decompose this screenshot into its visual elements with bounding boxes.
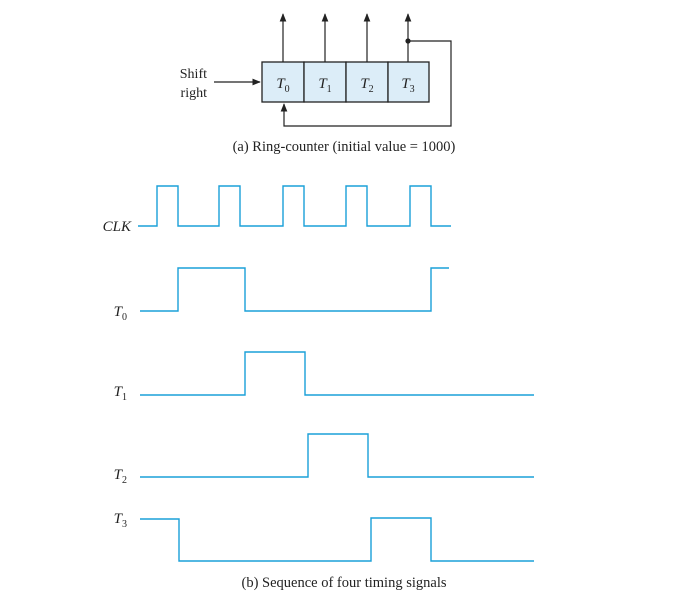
shift-right-label-line2: right bbox=[181, 86, 208, 101]
waveform-t0 bbox=[140, 267, 449, 312]
register-cell-label-t2: T2 bbox=[360, 76, 373, 95]
waveforms bbox=[138, 185, 534, 562]
register-cell-label-t1: T1 bbox=[318, 76, 331, 95]
register-cell-t1 bbox=[303, 61, 347, 103]
waveform-clk bbox=[138, 185, 451, 227]
register-cells: T0 T1 T2 T3 bbox=[261, 61, 430, 103]
feedback-loop bbox=[280, 38, 452, 127]
register-cell-label-t0: T0 bbox=[276, 76, 289, 95]
register-cell-t3 bbox=[387, 61, 430, 103]
signal-label-t3: T3 bbox=[114, 511, 127, 530]
waveform-t2 bbox=[140, 433, 534, 478]
caption-b: (b) Sequence of four timing signals bbox=[242, 575, 447, 591]
ring-counter-diagram: Shift right T0 T1 T2 T3 (a) Ring-counter… bbox=[180, 13, 456, 155]
signal-label-t1: T1 bbox=[114, 384, 127, 403]
caption-a: (a) Ring-counter (initial value = 1000) bbox=[233, 139, 456, 155]
output-arrows bbox=[279, 13, 412, 62]
shift-right-label-line1: Shift bbox=[180, 67, 207, 82]
register-cell-label-t3: T3 bbox=[401, 76, 414, 95]
signal-label-t0: T0 bbox=[114, 304, 127, 323]
feedback-path bbox=[280, 40, 452, 127]
timing-diagram: CLK T0 T1 T2 T3 (b) Sequence of four tim… bbox=[103, 185, 534, 591]
signal-label-clk: CLK bbox=[103, 219, 132, 235]
signal-label-t2: T2 bbox=[114, 467, 127, 486]
waveform-t3 bbox=[140, 517, 534, 562]
waveform-t1 bbox=[140, 351, 534, 396]
